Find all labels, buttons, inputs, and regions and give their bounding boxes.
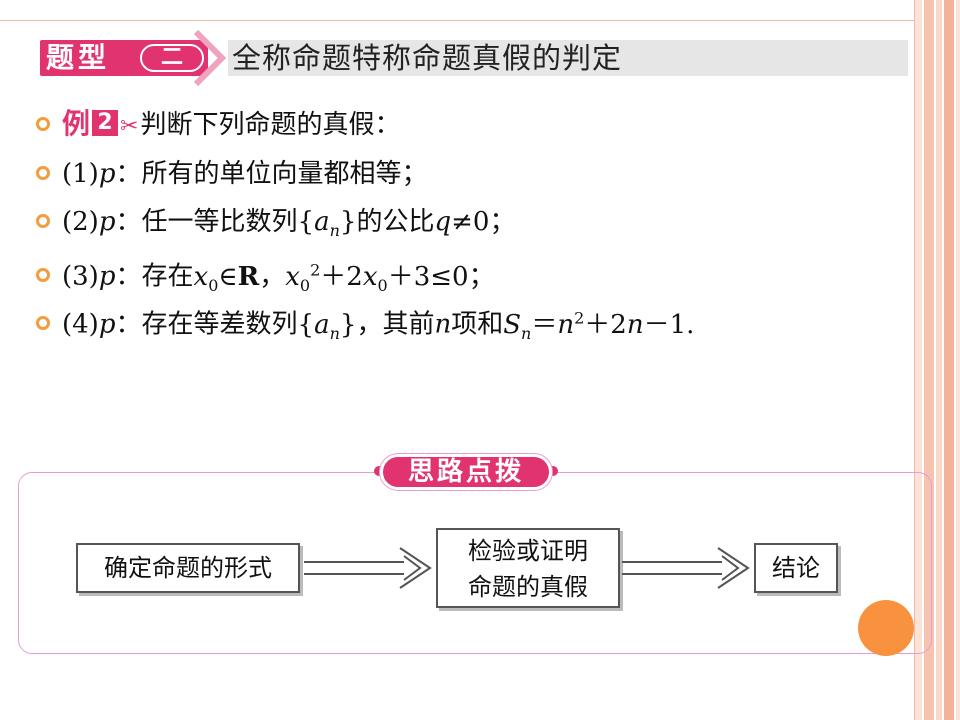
item-var: p: [98, 159, 116, 189]
decorative-circle: [858, 600, 914, 656]
item-index: (1): [62, 159, 99, 189]
item-text: 的公比: [356, 207, 435, 237]
section-tag: 题型 二: [40, 36, 210, 80]
math-sequence: {an}: [297, 207, 357, 241]
bullet-icon: [36, 165, 50, 180]
item-var: p: [98, 207, 116, 237]
item-text: ：所有的单位向量都相等；: [115, 159, 428, 189]
example-label: 例: [62, 107, 91, 140]
flow-arrow-1-icon: [304, 547, 432, 589]
section-tag-label: 题型: [46, 41, 111, 74]
item-4: (4)p：存在等差数列{an}，其前n项和Sn＝n2＋2n－1.: [36, 298, 695, 343]
item-index: (3): [62, 261, 99, 292]
tag-chevron-icon: [193, 29, 227, 87]
hint-dot-left: [374, 466, 384, 476]
item-text: ，其前: [356, 309, 435, 340]
bullet-icon: [36, 268, 50, 283]
flow-step-2-line1: 检验或证明: [468, 537, 588, 565]
math-expression: Sn＝n2＋2n－1.: [503, 308, 695, 343]
top-rule: [0, 20, 914, 21]
hint-dot-right: [548, 466, 558, 476]
item-text: ：存在: [115, 261, 194, 292]
scissors-icon: ✂: [120, 114, 139, 139]
item-text: ：存在等差数列: [115, 309, 298, 340]
hint-label: 思路点拨: [380, 454, 552, 490]
bullet-icon: [36, 213, 50, 228]
flow-step-2-line2: 命题的真假: [468, 573, 588, 601]
page-title: 全称命题特称命题真假的判定: [232, 41, 623, 75]
item-1: (1)p：所有的单位向量都相等；: [36, 154, 428, 194]
bullet-icon: [36, 116, 50, 131]
item-index: (4): [62, 309, 99, 340]
flow-arrow-2-icon: [622, 547, 750, 589]
flow-step-2: 检验或证明 命题的真假: [436, 528, 620, 608]
item-text: ：任一等比数列: [115, 207, 298, 237]
title-bar: [228, 40, 908, 76]
item-text: ；: [489, 207, 516, 237]
math-expression: x0∈R，x02＋2x0＋3≤0；: [193, 260, 495, 295]
math-var: n: [434, 309, 452, 340]
math-sequence: {an}: [297, 309, 357, 343]
decorative-stripes: [914, 0, 960, 720]
right-rule: [914, 0, 915, 720]
item-3: (3)p：存在x0∈R，x02＋2x0＋3≤0；: [36, 250, 495, 295]
item-var: p: [98, 309, 116, 340]
item-text: 项和: [451, 309, 504, 340]
example-text: 判断下列命题的真假：: [140, 110, 401, 140]
section-tag-number: 二: [140, 44, 204, 72]
item-2: (2)p：任一等比数列{an}的公比q≠0；: [36, 202, 515, 242]
flow-step-3: 结论: [754, 543, 838, 593]
flow-step-1: 确定命题的形式: [76, 543, 300, 593]
math-expression: q≠0: [434, 207, 490, 237]
item-var: p: [98, 261, 116, 292]
bullet-icon: [36, 316, 50, 331]
item-index: (2): [62, 207, 99, 237]
example-number: 2: [92, 109, 119, 136]
